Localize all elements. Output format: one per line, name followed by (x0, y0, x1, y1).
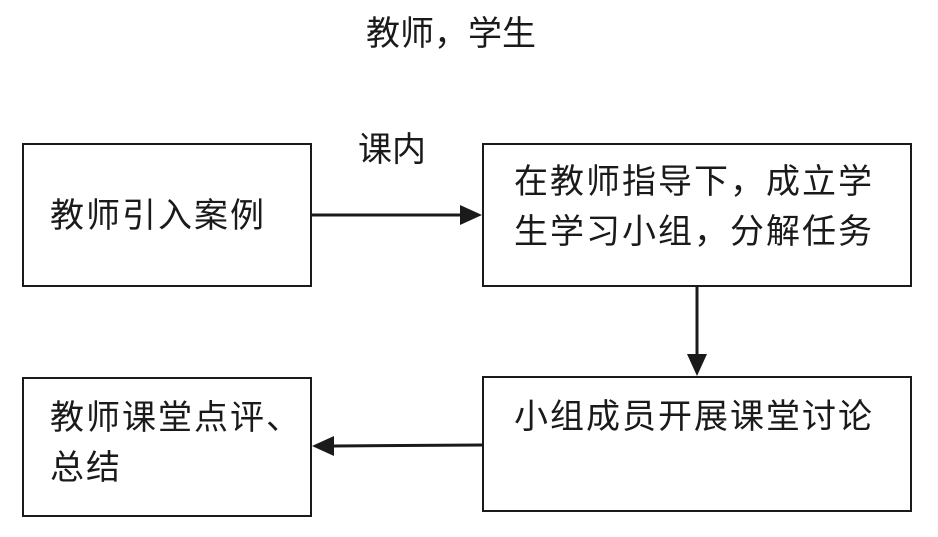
node-form-groups-line2: 生学习小组，分解任务 (514, 212, 874, 252)
node-teacher-summary-line2: 总结 (50, 448, 122, 488)
node-form-groups: 在教师指导下，成立学 生学习小组，分解任务 (482, 143, 912, 287)
node-form-groups-line1: 在教师指导下，成立学 (514, 162, 874, 202)
node-group-discussion-text: 小组成员开展课堂讨论 (514, 397, 874, 437)
arrow-intro-to-groups (312, 205, 482, 225)
arrow-discussion-to-summary (312, 436, 483, 456)
node-intro-case: 教师引入案例 (22, 143, 312, 287)
node-intro-case-text: 教师引入案例 (50, 196, 266, 236)
diagram-title: 教师，学生 (366, 14, 536, 54)
edge-label-in-class: 课内 (358, 130, 426, 170)
node-group-discussion: 小组成员开展课堂讨论 (482, 376, 912, 512)
node-teacher-summary: 教师课堂点评、 总结 (22, 377, 312, 517)
node-teacher-summary-line1: 教师课堂点评、 (50, 398, 302, 438)
arrow-groups-to-discussion (687, 287, 707, 376)
